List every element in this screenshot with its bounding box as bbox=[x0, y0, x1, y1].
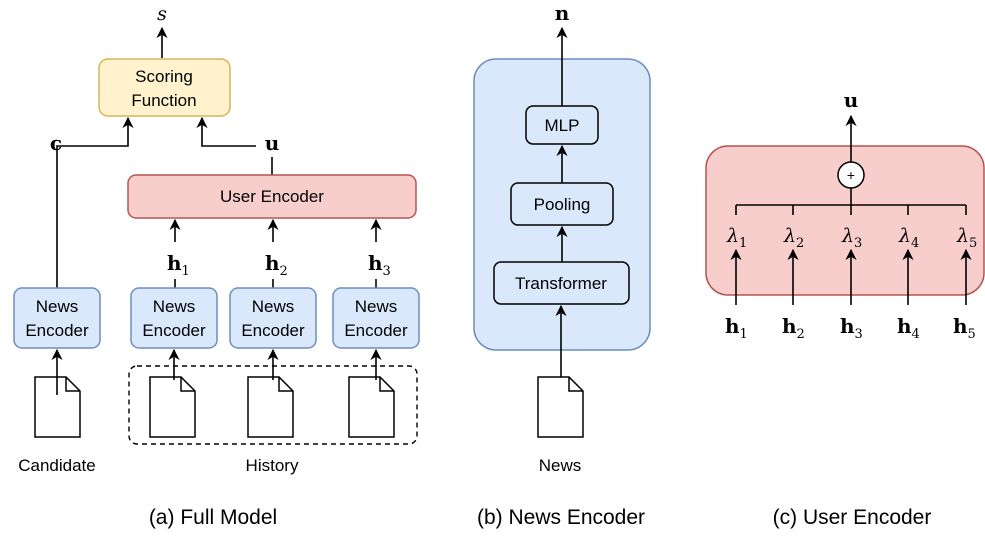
history-document-3-icon bbox=[348, 376, 395, 438]
user-encoder-label: User Encoder bbox=[220, 187, 324, 206]
news-encoder-h3-line2: Encoder bbox=[344, 321, 408, 340]
h1-label: h1 bbox=[167, 251, 190, 279]
history-document-2-icon bbox=[247, 376, 294, 438]
sum-symbol: + bbox=[847, 167, 855, 183]
news-encoder-h3-line1: News bbox=[355, 297, 398, 316]
caption-user-encoder: (c) User Encoder bbox=[773, 506, 932, 529]
candidate-document-icon bbox=[34, 376, 81, 438]
user-encoder-container bbox=[705, 145, 985, 296]
candidate-vector-c: c bbox=[50, 131, 62, 155]
news-encoder-candidate-line1: News bbox=[36, 297, 79, 316]
scoring-function-line2: Function bbox=[131, 91, 196, 110]
news-label: News bbox=[539, 456, 582, 475]
transformer-label: Transformer bbox=[515, 274, 607, 293]
user-vector-u: u bbox=[265, 131, 280, 155]
lambda-2: λ2 bbox=[783, 225, 804, 251]
input-h1: h1 bbox=[725, 314, 748, 342]
panel-b-news-encoder: n MLP Pooling Transformer News (b) News … bbox=[473, 1, 651, 529]
sum-node: + bbox=[837, 161, 865, 189]
pooling-layer: Pooling bbox=[510, 182, 614, 226]
scoring-function-line1: Scoring bbox=[135, 67, 193, 86]
lambda-5: λ5 bbox=[956, 225, 977, 251]
user-encoder-box: User Encoder bbox=[127, 174, 417, 219]
news-encoder-h2-line1: News bbox=[252, 297, 295, 316]
transformer-layer: Transformer bbox=[493, 261, 630, 305]
news-encoder-history-3: News Encoder bbox=[332, 287, 420, 349]
panel-a-full-model: s Scoring Function c u User Encoder h1 h… bbox=[13, 3, 420, 529]
news-encoder-candidate: News Encoder bbox=[13, 287, 101, 349]
input-h3: h3 bbox=[840, 314, 863, 342]
panel-c-user-encoder: u + λ1 λ2 λ3 λ4 λ5 h1 h2 h3 h4 h5 (c) Us… bbox=[705, 88, 985, 529]
user-vector-u-output: u bbox=[844, 88, 859, 112]
lambda-4: λ4 bbox=[898, 225, 919, 251]
news-encoder-h2-line2: Encoder bbox=[241, 321, 305, 340]
score-output-label: s bbox=[157, 3, 167, 25]
mlp-label: MLP bbox=[545, 116, 580, 135]
news-encoder-history-1: News Encoder bbox=[130, 287, 218, 349]
candidate-label: Candidate bbox=[18, 456, 96, 475]
input-h4: h4 bbox=[897, 314, 920, 342]
history-label: History bbox=[246, 456, 299, 475]
input-h5: h5 bbox=[953, 314, 976, 342]
user-to-scoring-arrow bbox=[196, 116, 256, 147]
input-h2: h2 bbox=[782, 314, 805, 342]
h2-label: h2 bbox=[265, 251, 288, 279]
pooling-label: Pooling bbox=[534, 195, 591, 214]
candidate-line bbox=[56, 145, 73, 288]
news-encoder-history-2: News Encoder bbox=[229, 287, 317, 349]
news-document-icon bbox=[537, 376, 584, 438]
news-encoder-h1-line1: News bbox=[153, 297, 196, 316]
history-document-1-icon bbox=[149, 376, 196, 438]
scoring-function-box: Scoring Function bbox=[98, 58, 231, 117]
candidate-to-scoring-arrow bbox=[73, 116, 134, 147]
news-vector-n: n bbox=[555, 1, 570, 25]
mlp-layer: MLP bbox=[525, 105, 599, 145]
caption-news-encoder: (b) News Encoder bbox=[477, 506, 645, 529]
history-vectors: h1 h2 h3 bbox=[167, 218, 391, 288]
news-encoder-h1-line2: Encoder bbox=[142, 321, 206, 340]
lambda-3: λ3 bbox=[841, 225, 862, 251]
lambda-1: λ1 bbox=[726, 225, 747, 251]
caption-full-model: (a) Full Model bbox=[149, 506, 277, 529]
news-encoder-candidate-line2: Encoder bbox=[25, 321, 89, 340]
h3-label: h3 bbox=[368, 251, 391, 279]
